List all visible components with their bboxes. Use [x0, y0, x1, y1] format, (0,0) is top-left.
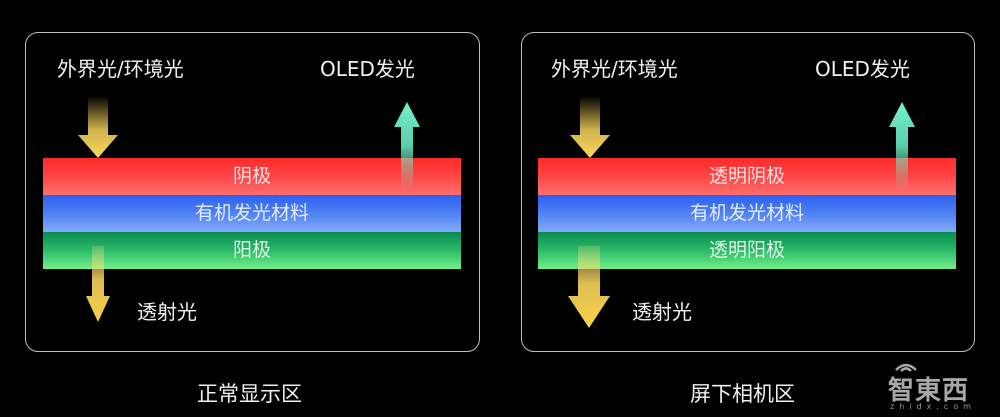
oled-emission-label-left: OLED发光 — [320, 57, 415, 81]
layer-transparent-cathode: 透明阴极 — [538, 158, 956, 195]
layer-organic-label-right: 有机发光材料 — [689, 202, 804, 224]
watermark-url: zhidx.com — [890, 402, 976, 411]
layer-transparent-anode: 透明阳极 — [538, 232, 956, 269]
oled-light-up-arrow-icon-left — [394, 102, 420, 190]
caption-normal-display-area: 正常显示区 — [197, 382, 302, 406]
layer-transparent-cathode-label: 透明阴极 — [708, 165, 785, 187]
layer-organic-material-left: 有机发光材料 — [43, 195, 461, 232]
transmitted-light-arrow-icon-right — [568, 246, 610, 328]
panel-normal-display — [25, 32, 480, 352]
transmitted-light-arrow-icon-left — [86, 246, 110, 322]
layer-organic-material-right: 有机发光材料 — [538, 195, 956, 232]
ambient-light-arrow-icon-right — [570, 96, 610, 158]
layer-cathode: 阴极 — [43, 158, 461, 195]
signal-icon — [895, 363, 917, 372]
ambient-light-label-left: 外界光/环境光 — [57, 57, 184, 81]
layer-cathode-label: 阴极 — [232, 165, 271, 187]
layer-organic-label-left: 有机发光材料 — [194, 202, 309, 224]
transmitted-light-label-right: 透射光 — [632, 300, 692, 324]
panel-under-display-camera — [521, 32, 975, 352]
layer-anode-label: 阳极 — [232, 239, 271, 261]
caption-under-camera-area: 屏下相机区 — [690, 382, 795, 406]
watermark-logo: 智東西 zhidx.com — [880, 362, 1000, 414]
layer-transparent-anode-label: 透明阳极 — [708, 239, 785, 261]
watermark-logo-text: 智東西 — [888, 376, 970, 406]
ambient-light-label-right: 外界光/环境光 — [551, 57, 678, 81]
layer-anode: 阳极 — [43, 232, 461, 269]
oled-emission-label-right: OLED发光 — [815, 57, 910, 81]
ambient-light-arrow-icon-left — [78, 96, 118, 158]
oled-light-up-arrow-icon-right — [889, 102, 915, 190]
transmitted-light-label-left: 透射光 — [137, 300, 197, 324]
